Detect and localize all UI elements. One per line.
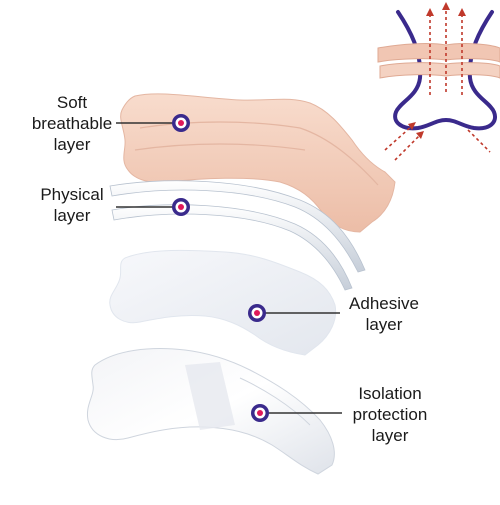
label-line: layer (53, 206, 91, 225)
leader-lines (116, 122, 342, 414)
adhesive-layer-shape (109, 249, 337, 356)
isolation-protection-layer-shape (86, 348, 335, 475)
label-line: Isolation (358, 384, 422, 403)
marker-isolation (251, 404, 269, 422)
label-line: breathable (31, 114, 113, 133)
label-physical-layer: Physical layer (28, 184, 116, 226)
label-line: layer (371, 426, 409, 445)
marker-physical (172, 198, 190, 216)
label-isolation-protection-layer: Isolation protection layer (344, 383, 436, 446)
label-line: Physical (40, 185, 104, 204)
label-line: layer (53, 135, 91, 154)
physical-layer-shape (109, 180, 366, 291)
marker-adhesive (248, 304, 266, 322)
layer-marker-icon (172, 114, 269, 422)
marker-soft (172, 114, 190, 132)
label-adhesive-layer: Adhesive layer (342, 293, 426, 335)
label-line: protection (352, 405, 428, 424)
label-soft-breathable-layer: Soft breathable layer (28, 92, 116, 155)
nose-airflow-icon (377, 2, 500, 161)
label-line: Adhesive (349, 294, 419, 313)
label-line: Soft (56, 93, 88, 112)
label-line: layer (365, 315, 403, 334)
